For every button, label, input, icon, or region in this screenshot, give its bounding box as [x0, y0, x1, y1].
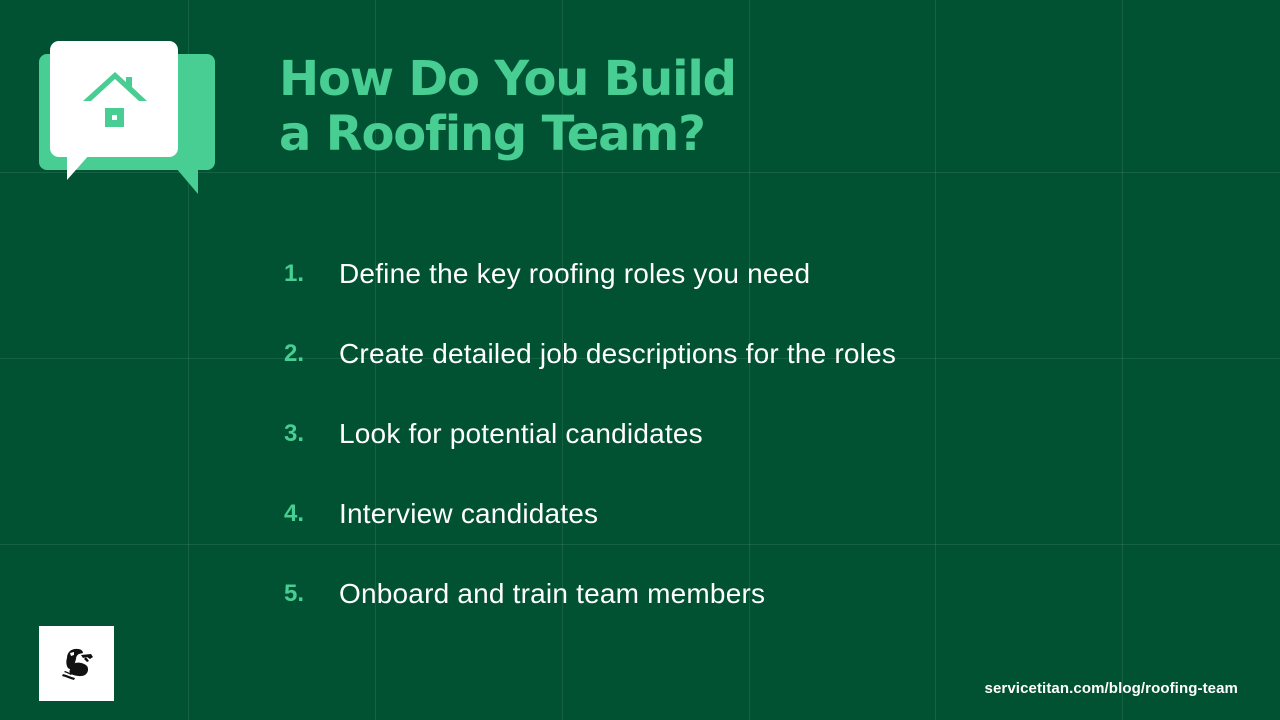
steps-list: 1. Define the key roofing roles you need…	[284, 234, 896, 634]
grid-line	[188, 0, 189, 720]
list-item: 5. Onboard and train team members	[284, 554, 896, 634]
step-text: Onboard and train team members	[339, 578, 766, 609]
list-item: 3. Look for potential candidates	[284, 394, 896, 474]
step-number: 5.	[284, 580, 305, 607]
grid-line	[0, 544, 1280, 545]
step-number: 3.	[284, 420, 305, 447]
step-number: 4.	[284, 500, 305, 527]
list-item: 4. Interview candidates	[284, 474, 896, 554]
grid-line	[935, 0, 936, 720]
step-number: 1.	[284, 260, 305, 287]
brand-logo	[39, 626, 114, 701]
titan-warrior-logo-icon	[61, 648, 93, 680]
step-text: Create detailed job descriptions for the…	[339, 338, 897, 369]
title-line-1: How Do You Build	[279, 51, 737, 107]
grid-line	[562, 0, 563, 720]
list-item: 2. Create detailed job descriptions for …	[284, 314, 896, 394]
grid-line	[1122, 0, 1123, 720]
title-line-2: a Roofing Team?	[279, 106, 706, 162]
list-item: 1. Define the key roofing roles you need	[284, 234, 896, 314]
step-number: 2.	[284, 340, 305, 367]
grid-line	[0, 358, 1280, 359]
step-text: Look for potential candidates	[339, 418, 703, 449]
chat-bubbles-house-icon	[38, 40, 218, 196]
source-url: servicetitan.com/blog/roofing-team	[984, 680, 1238, 697]
step-text: Interview candidates	[339, 498, 599, 529]
grid-line	[0, 172, 1280, 173]
grid-line	[375, 0, 376, 720]
step-text: Define the key roofing roles you need	[339, 258, 811, 289]
grid-line	[749, 0, 750, 720]
page-title: How Do You Build a Roofing Team?	[279, 51, 737, 162]
